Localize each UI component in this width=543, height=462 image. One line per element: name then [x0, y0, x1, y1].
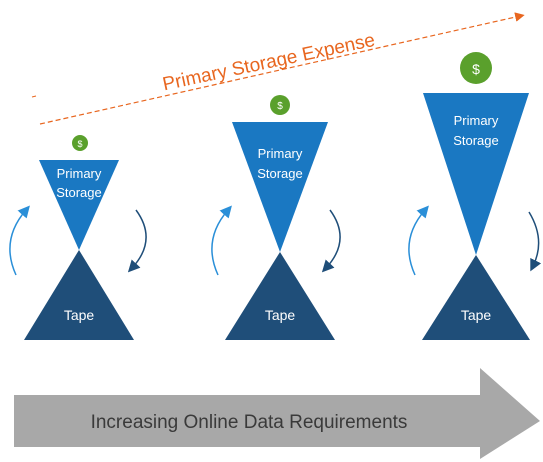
coin-symbol: $: [472, 61, 480, 77]
coin-symbol: $: [77, 139, 82, 149]
primary-storage-funnel: [39, 160, 119, 250]
tape-tier: [422, 255, 530, 340]
expense-trend-arrow: [39, 12, 525, 125]
stage-3: $ Primary Storage Tape: [408, 52, 542, 340]
primary-storage-funnel: [423, 93, 529, 255]
cycle-up-arrow: [408, 205, 429, 276]
primary-storage-label-line2: Storage: [257, 166, 303, 181]
cycle-down-arrow: [528, 211, 542, 272]
coin-icon: [460, 52, 492, 84]
cycle-up-arrow: [211, 205, 232, 276]
coin-icon: [72, 135, 88, 151]
stage-2: $ Primary Storage Tape: [211, 95, 341, 340]
primary-storage-label-line2: Storage: [56, 185, 102, 200]
primary-storage-funnel: [232, 122, 328, 252]
cycle-down-arrow: [321, 209, 341, 273]
tape-label: Tape: [461, 307, 492, 323]
primary-storage-label-line2: Storage: [453, 133, 499, 148]
coin-symbol: $: [277, 101, 283, 112]
stage-1: $ Primary Storage Tape: [9, 135, 147, 340]
primary-storage-label-line1: Primary: [258, 146, 303, 161]
tape-tier: [24, 250, 134, 340]
coin-icon: [270, 95, 290, 115]
expense-label: Primary Storage Expense: [161, 30, 377, 96]
cycle-down-arrow: [127, 209, 147, 273]
expense-trend-stub: [31, 95, 37, 98]
primary-storage-label-line1: Primary: [454, 113, 499, 128]
tape-label: Tape: [64, 307, 95, 323]
cycle-up-arrow: [9, 205, 30, 276]
tape-label: Tape: [265, 307, 296, 323]
requirements-arrow: [14, 368, 540, 459]
requirements-arrow-label: Increasing Online Data Requirements: [91, 412, 408, 433]
tape-tier: [225, 252, 335, 340]
primary-storage-label-line1: Primary: [57, 166, 102, 181]
